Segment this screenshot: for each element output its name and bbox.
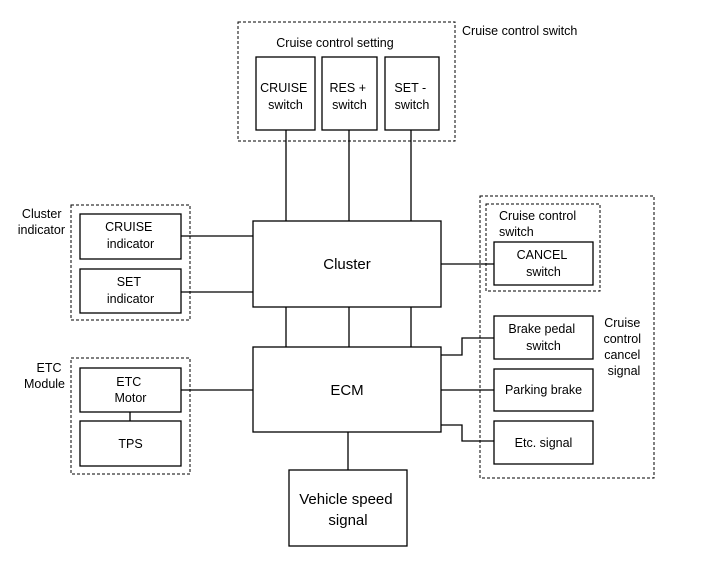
svg-text:TPS: TPS [118,437,142,451]
svg-text:Etc. signal: Etc. signal [515,436,573,450]
etc-module-label: ETC Module [24,361,65,391]
svg-text:Cluster: Cluster [323,256,371,273]
parking-brake-block: Parking brake [493,368,594,412]
svg-text:CRUISE indicator: CRUISE indicator [105,220,156,251]
cruise-control-switch-frame [237,21,456,142]
svg-text:SET - switch: SET - switch [394,81,429,112]
cluster-indicator-label: Cluster indicator [18,207,65,237]
ecm-block: ECM [252,346,442,433]
svg-text:Brake pedal switch: Brake pedal switch [508,322,578,353]
svg-text:ETC Motor: ETC Motor [115,375,147,405]
set-indicator-block: SET indicator [79,268,182,314]
svg-text:CANCEL switch: CANCEL switch [517,248,571,279]
svg-text:CRUISE switch: CRUISE switch [260,81,311,112]
etc-signal-block: Etc. signal [493,420,594,465]
cruise-switch-block: CRUISE switch [255,56,316,131]
cruise-control-setting-label: Cruise control setting [276,36,393,50]
tps-block: TPS [79,420,182,467]
res-plus-switch-block: RES + switch [321,56,378,131]
brake-pedal-switch-block: Brake pedal switch [493,315,594,360]
connection-wires [129,130,494,470]
cluster-indicator-frame [70,204,191,321]
cruise-control-switch-label: Cruise control switch [462,24,577,38]
cancel-switch-block: CANCEL switch [493,241,594,286]
svg-text:Vehicle speed signal: Vehicle speed signal [299,491,397,529]
cruise-indicator-block: CRUISE indicator [79,213,182,260]
wire-ecm-etc-signal [441,424,494,442]
svg-text:SET indicator: SET indicator [107,275,154,306]
cruise-control-cancel-signal-label: Cruise control cancel signal [603,316,644,378]
cancel-switch-subframe [485,203,601,292]
svg-text:ECM: ECM [330,382,363,399]
svg-text:Parking brake: Parking brake [505,383,582,397]
etc-module-frame [70,357,191,475]
set-minus-switch-block: SET - switch [384,56,440,131]
vehicle-speed-signal-block: Vehicle speed signal [288,469,408,547]
cancel-switch-group-label: Cruise control switch [499,209,580,239]
wire-ecm-brake-pedal [441,337,494,356]
etc-motor-block: ETC Motor [79,367,182,413]
cruise-cancel-signal-frame [479,195,655,479]
svg-text:RES + switch: RES + switch [330,81,370,112]
cluster-block: Cluster [252,220,442,308]
